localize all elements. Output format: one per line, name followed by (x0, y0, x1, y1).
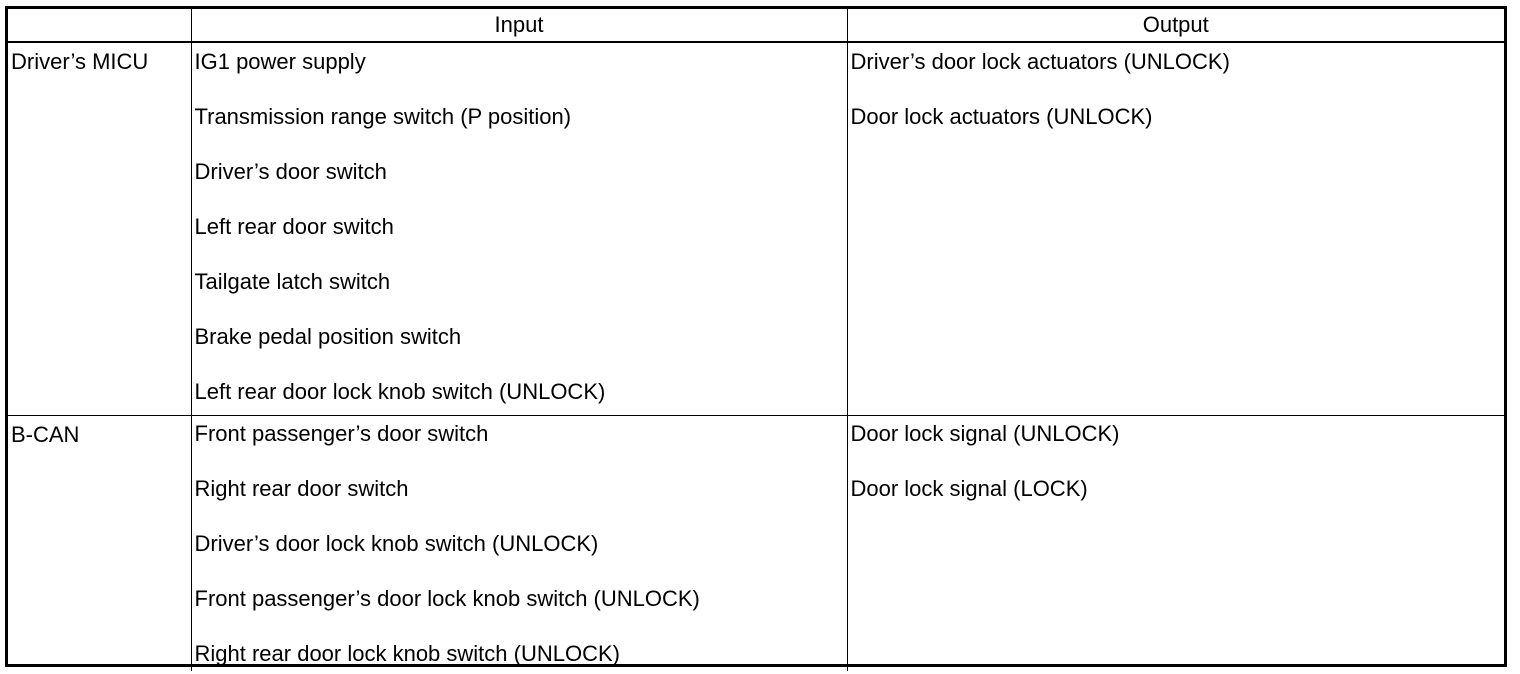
output-list: Driver’s door lock actuators (UNLOCK) Do… (848, 43, 1505, 159)
list-item: Right rear door switch (194, 476, 409, 501)
list-item: Front passenger’s door switch (194, 421, 489, 446)
list-item: Transmission range switch (P position) (194, 104, 572, 129)
list-item: Brake pedal position switch (194, 324, 462, 349)
header-output: Output (846, 9, 1504, 43)
list-item: Driver’s door lock knob switch (UNLOCK) (194, 531, 599, 556)
list-item: Door lock signal (LOCK) (850, 476, 1088, 501)
row-label-micu: Driver’s MICU (8, 41, 192, 416)
table-row: B-CAN Front passenger’s door switch Righ… (8, 415, 1505, 671)
io-table: Input Output Driver’s MICU IG1 power sup… (8, 9, 1504, 671)
io-table-frame: Input Output Driver’s MICU IG1 power sup… (5, 6, 1507, 671)
list-item: Left rear door switch (194, 214, 394, 239)
input-list: IG1 power supply Transmission range swit… (192, 43, 847, 409)
output-cell: Driver’s door lock actuators (UNLOCK) Do… (846, 41, 1505, 416)
list-item: Door lock signal (UNLOCK) (850, 421, 1120, 446)
header-input: Input (190, 9, 848, 43)
output-cell: Door lock signal (UNLOCK) Door lock sign… (846, 415, 1505, 671)
list-item: Left rear door lock knob switch (UNLOCK) (194, 379, 606, 404)
input-cell: Front passenger’s door switch Right rear… (190, 415, 848, 671)
table-row: Driver’s MICU IG1 power supply Transmiss… (8, 41, 1505, 416)
input-cell: IG1 power supply Transmission range swit… (190, 41, 848, 416)
list-item: Right rear door lock knob switch (UNLOCK… (194, 641, 620, 666)
list-item: Driver’s door switch (194, 159, 387, 184)
list-item: Tailgate latch switch (194, 269, 391, 294)
input-list: Front passenger’s door switch Right rear… (192, 416, 847, 671)
output-list: Door lock signal (UNLOCK) Door lock sign… (848, 416, 1505, 531)
list-item: Front passenger’s door lock knob switch … (194, 586, 700, 611)
header-row: Input Output (8, 9, 1504, 43)
header-blank (8, 9, 192, 43)
list-item: Driver’s door lock actuators (UNLOCK) (850, 49, 1230, 74)
list-item: IG1 power supply (194, 49, 366, 74)
row-label-bcan: B-CAN (8, 415, 192, 671)
list-item: Door lock actuators (UNLOCK) (850, 104, 1153, 129)
